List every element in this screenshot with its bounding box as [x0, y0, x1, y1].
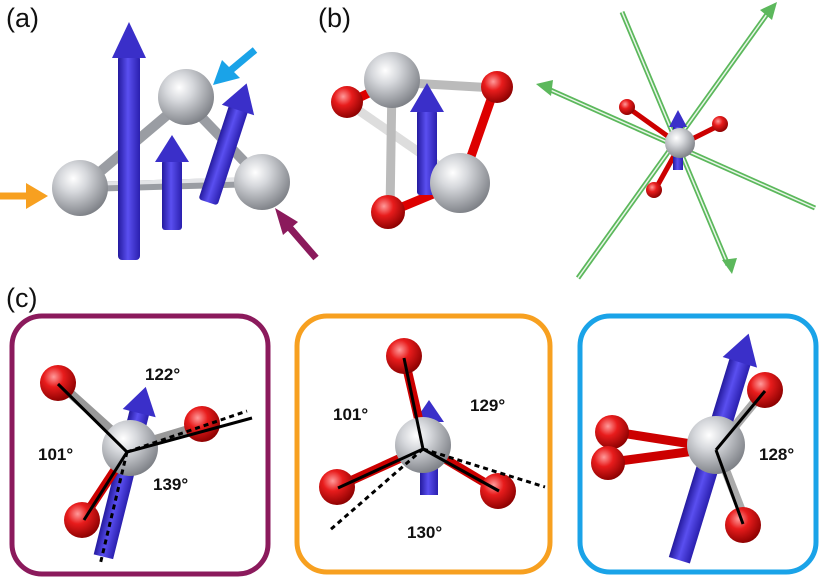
angle-label: 128°: [759, 445, 794, 464]
angle-label: 139°: [153, 475, 188, 494]
oxygen-atom: [319, 469, 355, 505]
metal-atom: [102, 420, 158, 476]
metal-atom: [430, 153, 490, 213]
metal-atom-right: [234, 154, 290, 210]
oxygen-atom: [712, 116, 728, 132]
box-blue: 128°: [577, 313, 819, 575]
panel-a-structure: [0, 22, 319, 261]
spin-arrow: [112, 22, 146, 260]
box-orange: 101° 129° 130°: [294, 313, 553, 575]
axis-arrowhead: [760, 2, 777, 20]
angle-label: 130°: [407, 523, 442, 542]
oxygen-atom: [371, 195, 405, 229]
panel-b-structure: [331, 52, 513, 229]
oxygen-atom: [331, 86, 363, 118]
panel-label-a: (a): [6, 3, 39, 33]
oxygen-atom: [184, 406, 220, 442]
angle-label: 101°: [38, 445, 73, 464]
pointer-arrow-blue: [213, 47, 258, 85]
axis-arrowhead: [722, 258, 737, 274]
metal-atom-left: [52, 160, 108, 216]
box-purple: 122° 101° 139°: [9, 313, 271, 577]
angle-label: 122°: [145, 365, 180, 384]
pointer-arrow-purple: [275, 208, 319, 261]
oxygen-atom: [619, 99, 635, 115]
metal-atom-top: [158, 69, 214, 125]
oxygen-atom: [646, 182, 662, 198]
metal-atom: [364, 52, 420, 108]
oxygen-atom: [64, 502, 100, 538]
spin-arrow: [155, 135, 189, 230]
angle-label: 101°: [333, 405, 368, 424]
oxygen-atom: [481, 71, 513, 103]
metal-atom: [665, 128, 695, 158]
pointer-arrow-orange: [0, 183, 48, 209]
oxygen-atom: [386, 338, 422, 374]
panel-label-c: (c): [6, 283, 37, 313]
oxygen-atom: [595, 415, 629, 449]
spin-arrow: [199, 83, 255, 205]
oxygen-atom: [591, 446, 625, 480]
oxygen-atom: [747, 372, 783, 408]
panel-b-axes: [536, 2, 817, 280]
oxygen-atom: [725, 507, 761, 543]
axis-arrowhead: [536, 80, 553, 96]
panel-label-b: (b): [318, 3, 351, 33]
angle-label: 129°: [470, 396, 505, 415]
